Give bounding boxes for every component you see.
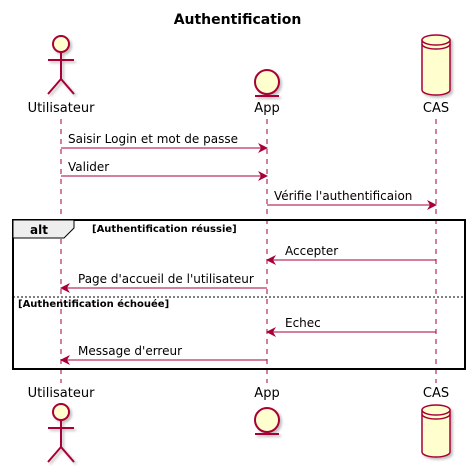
participant-utilisateur-bottom: Utilisateur [28,386,96,463]
message-label-6: Echec [285,316,321,330]
alt-frame [12,219,466,370]
entity-icon [254,69,280,97]
alt-fragment: alt [Authentification réussie] [Authenti… [12,219,466,370]
message-1: Saisir Login et mot de passe [61,132,268,153]
participant-cas-top: CAS [421,34,451,116]
participant-label-app-bottom: App [254,386,279,401]
alt-tab [12,219,75,239]
message-6: Echec [266,316,436,337]
alt-guard-success: [Authentification réussie] [92,223,237,235]
actor-icon [47,403,75,463]
message-label-2: Valider [68,160,109,174]
participant-label-utilisateur-top: Utilisateur [28,101,96,116]
participant-label-cas-bottom: CAS [423,386,449,401]
participant-app-top: App [254,69,280,116]
entity-icon [254,407,280,435]
message-5: Page d'accueil de l'utilisateur [60,272,267,293]
participant-label-cas-top: CAS [423,101,449,116]
actor-icon [47,35,75,95]
alt-keyword: alt [30,223,48,237]
message-label-7: Message d'erreur [78,344,182,358]
message-label-5: Page d'accueil de l'utilisateur [78,272,254,286]
participant-cas-bottom: CAS [421,386,451,458]
message-2: Valider [61,160,268,181]
alt-guard-failure: [Authentification échouée] [18,298,169,310]
diagram-title: Authentification [174,12,302,28]
database-icon [421,404,451,458]
participant-label-app-top: App [254,101,279,116]
message-label-1: Saisir Login et mot de passe [68,132,238,146]
database-icon [421,34,451,96]
participant-app-bottom: App [254,386,280,435]
participant-utilisateur-top: Utilisateur [28,35,96,116]
message-7: Message d'erreur [60,344,267,365]
message-4: Accepter [266,244,436,265]
participant-label-utilisateur-bottom: Utilisateur [28,386,96,401]
message-label-4: Accepter [285,244,338,258]
message-3: Vérifie l'authentificaion [267,189,437,210]
message-label-3: Vérifie l'authentificaion [274,189,412,203]
